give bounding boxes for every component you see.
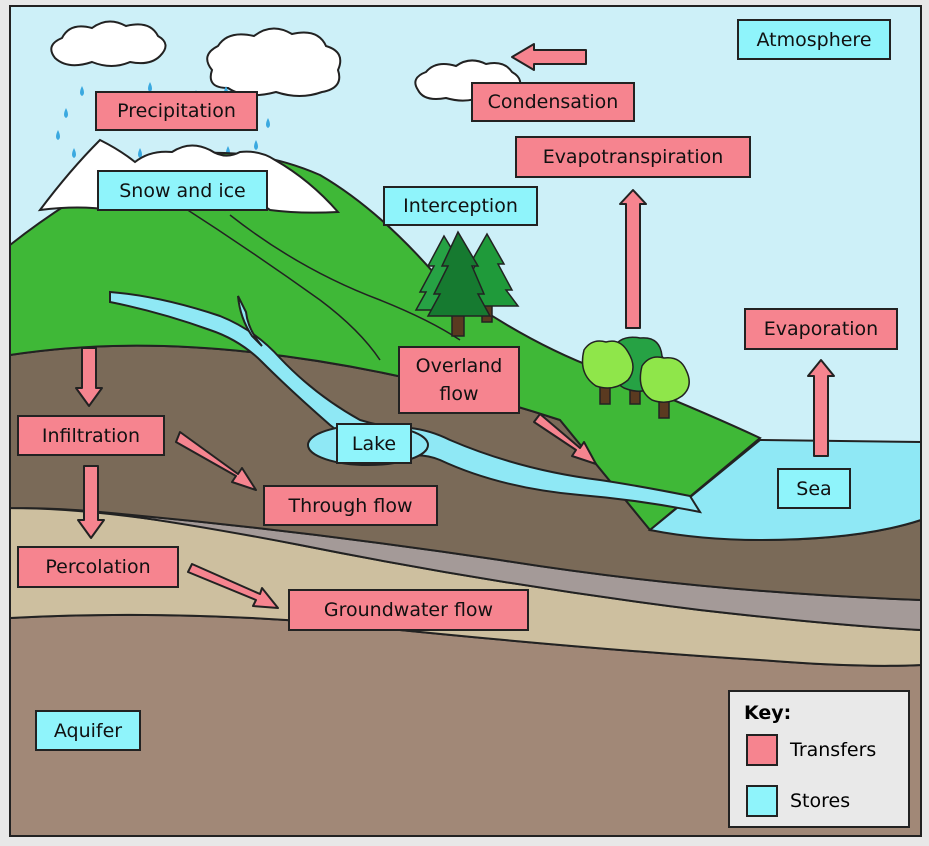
lake-label: Lake: [336, 423, 412, 464]
overland-flow-label-line1: Overland: [415, 355, 503, 377]
groundwater-flow-arrow-icon: [187, 563, 279, 609]
key-title: Key:: [744, 702, 792, 724]
overland-flow-arrow-icon: [533, 413, 597, 465]
evaporation-arrow-icon: [807, 359, 835, 457]
overland-flow-label-line2: flow: [439, 383, 479, 405]
key-legend: Key: Transfers Stores: [728, 690, 910, 828]
through-flow-arrow-icon: [175, 431, 257, 491]
evapotranspiration-arrow-icon: [619, 189, 647, 329]
arrows: [75, 43, 835, 609]
evapotranspiration-label: Evapotranspiration: [515, 136, 751, 178]
sea-label: Sea: [777, 468, 851, 509]
snow-and-ice-label: Snow and ice: [97, 170, 268, 211]
stores-swatch: [746, 785, 778, 817]
river: [109, 290, 703, 514]
key-stores-label: Stores: [790, 790, 851, 812]
key-transfers-label: Transfers: [790, 739, 877, 761]
through-flow-label: Through flow: [263, 485, 438, 526]
groundwater-flow-label: Groundwater flow: [288, 589, 529, 631]
evaporation-label: Evaporation: [744, 308, 898, 350]
interception-label: Interception: [383, 186, 538, 226]
infiltration-label: Infiltration: [17, 415, 165, 456]
transfers-swatch: [746, 734, 778, 766]
infiltration-arrow-icon: [75, 347, 103, 407]
conifer-trees-icon: [414, 230, 520, 337]
condensation-label: Condensation: [471, 82, 635, 122]
precipitation-label: Precipitation: [95, 91, 258, 131]
aquifer-label: Aquifer: [35, 710, 141, 751]
percolation-arrow-icon: [77, 465, 105, 539]
percolation-label: Percolation: [17, 546, 179, 588]
cloud-icon: [206, 27, 342, 97]
overland-flow-label: Overland flow: [398, 346, 520, 414]
deciduous-trees-icon: [581, 336, 690, 419]
cloud-icon: [50, 20, 167, 67]
atmosphere-label: Atmosphere: [737, 19, 891, 60]
condensation-arrow-icon: [511, 43, 587, 71]
